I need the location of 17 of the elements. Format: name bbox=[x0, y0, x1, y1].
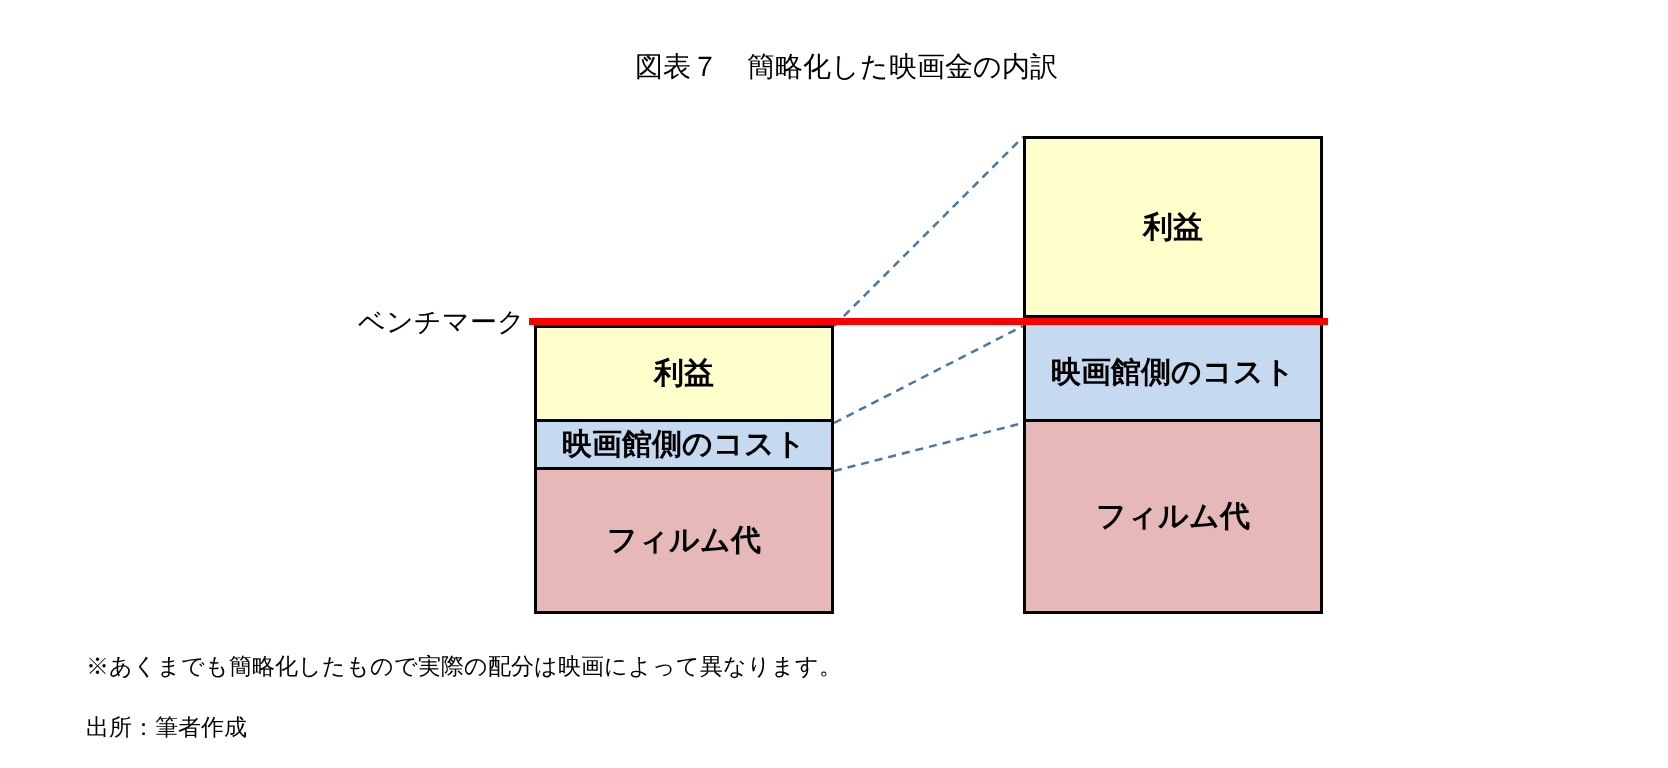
benchmark-label: ベンチマーク bbox=[358, 305, 525, 339]
segment-label: 映画館側のコスト bbox=[562, 425, 806, 463]
diagram-title: 図表７ 簡略化した映画金の内訳 bbox=[634, 49, 1058, 85]
cost-box bbox=[1023, 325, 1323, 422]
film-cost-box bbox=[534, 470, 834, 614]
segment-label: フィルム代 bbox=[1096, 497, 1250, 535]
segment-label: 映画館側のコスト bbox=[1051, 352, 1295, 391]
profit-box bbox=[1023, 136, 1323, 318]
profit-box bbox=[534, 325, 834, 422]
segment-label: フィルム代 bbox=[607, 521, 761, 559]
film-cost-box bbox=[1023, 422, 1323, 614]
segment-label: 利益 bbox=[654, 354, 714, 392]
segment-label: 利益 bbox=[1143, 207, 1203, 246]
cost-box bbox=[534, 422, 834, 470]
footnote: ※あくまでも簡略化したもので実際の配分は映画によって異なります。 bbox=[86, 652, 842, 681]
source-note: 出所：筆者作成 bbox=[86, 713, 247, 742]
dashed-connector bbox=[833, 136, 1024, 327]
